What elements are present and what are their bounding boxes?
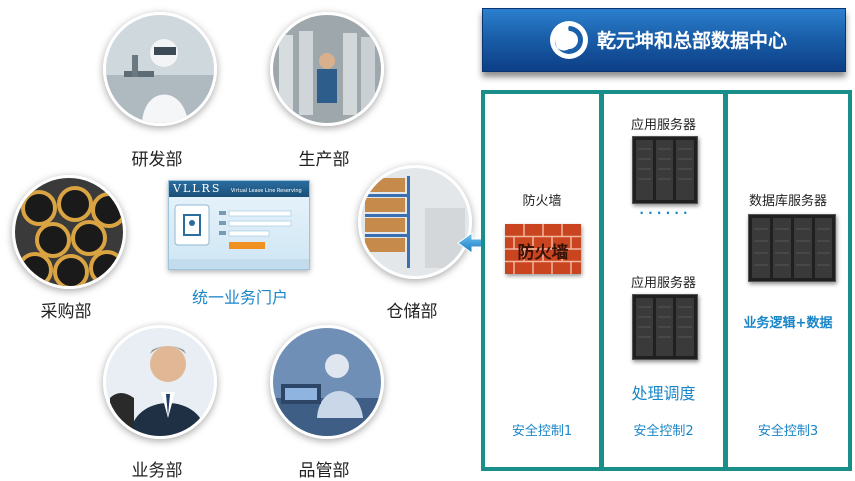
server-rack-icon bbox=[632, 136, 698, 204]
security-control-2-label: 安全控制2 bbox=[604, 420, 723, 439]
business-logic-data-caption: 业务逻辑+数据 bbox=[728, 312, 848, 331]
app-server-ellipsis: · · · · · · bbox=[604, 206, 723, 220]
swirl-logo-icon bbox=[549, 20, 589, 60]
server-rack-icon bbox=[632, 294, 698, 360]
security-zone-1: 防火墙 防火墙 安全控制1 bbox=[481, 90, 603, 471]
server-rack-icon bbox=[748, 214, 836, 282]
app-server-bottom-label: 应用服务器 bbox=[604, 272, 723, 291]
datacenter-banner: 乾元坤和总部数据中心 bbox=[482, 8, 846, 72]
firewall-wall-text: 防火墙 bbox=[505, 238, 581, 263]
firewall-label: 防火墙 bbox=[485, 190, 599, 209]
security-control-3-label: 安全控制3 bbox=[728, 420, 848, 439]
datacenter-title: 乾元坤和总部数据中心 bbox=[597, 26, 787, 53]
processing-scheduling-caption: 处理调度 bbox=[604, 380, 723, 404]
brick-wall-icon: 防火墙 bbox=[505, 224, 581, 274]
app-server-top-label: 应用服务器 bbox=[604, 114, 723, 133]
db-server-label: 数据库服务器 bbox=[728, 190, 848, 209]
security-control-1-label: 安全控制1 bbox=[485, 420, 599, 439]
security-zone-2: 应用服务器 · · · · · · 应用服务器 处理调度 安全控制2 bbox=[600, 90, 727, 471]
security-zone-3: 数据库服务器 业务逻辑+数据 安全控制3 bbox=[724, 90, 852, 471]
